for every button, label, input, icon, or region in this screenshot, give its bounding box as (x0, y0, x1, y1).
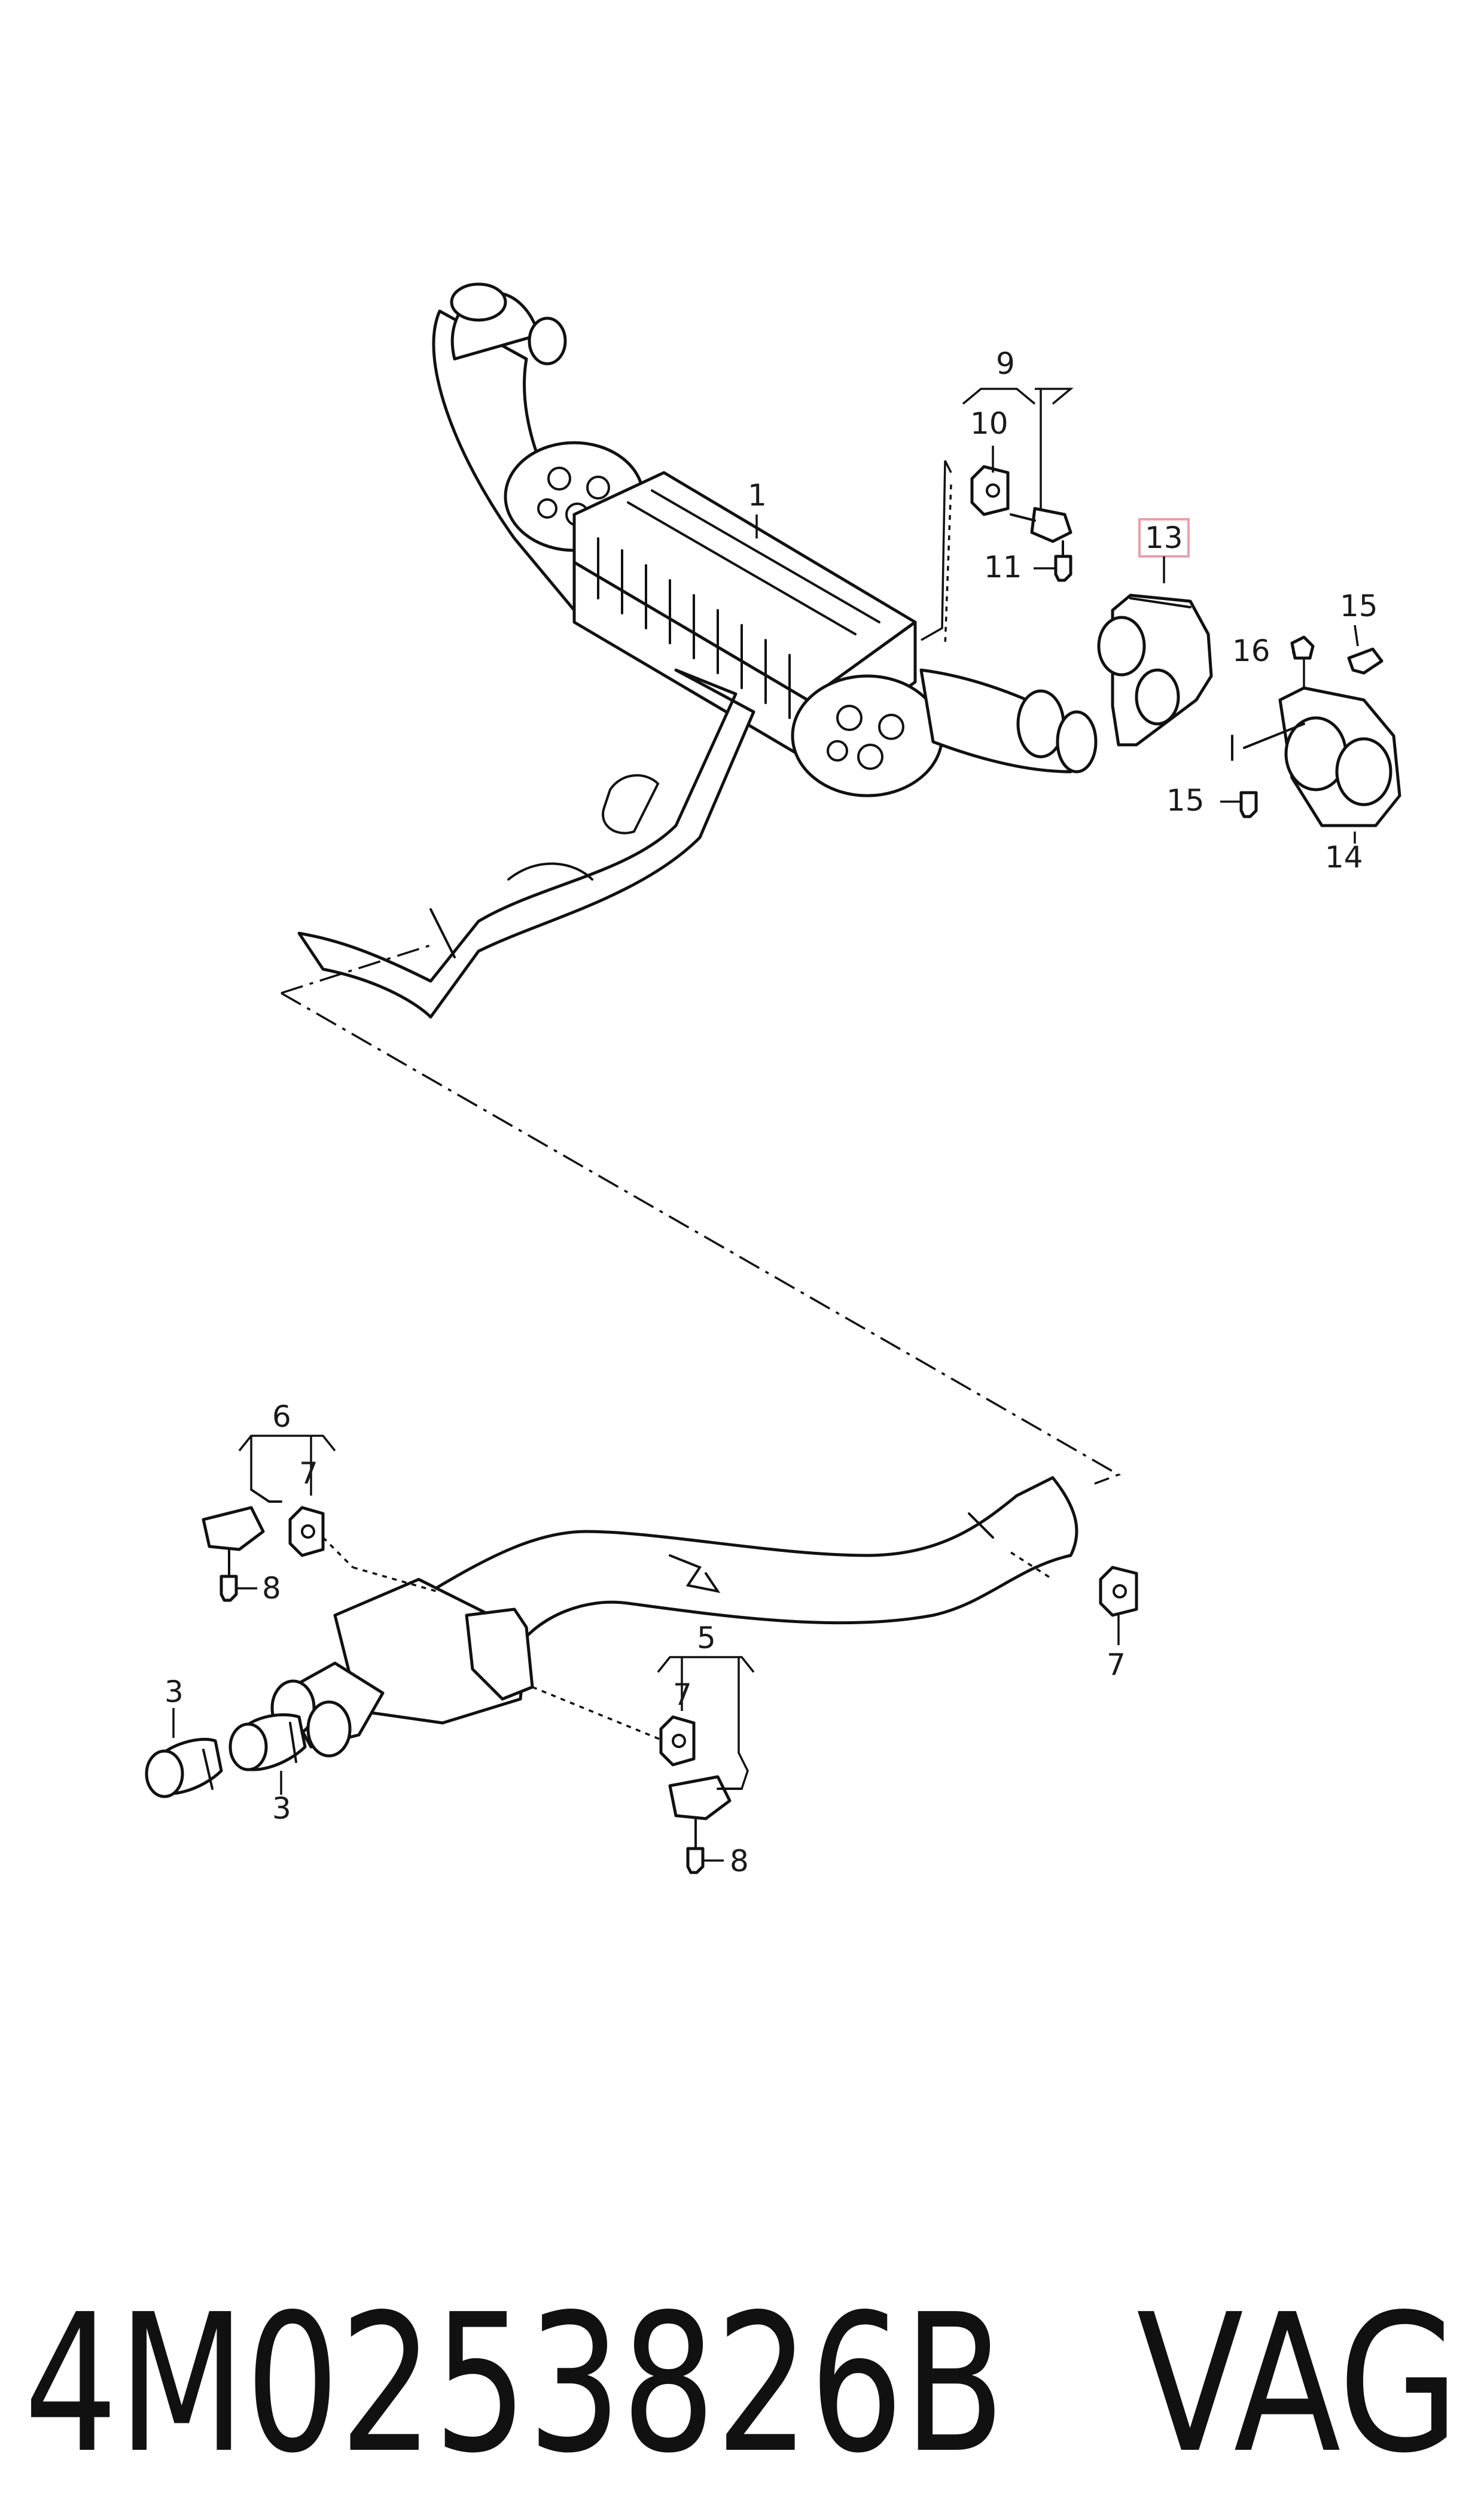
callout-13: 13 (1145, 520, 1183, 555)
silencer-ribs (597, 489, 880, 719)
callout-3-right: 3 (272, 1791, 291, 1826)
callout-10: 10 (970, 406, 1008, 441)
front-pipe-assembly (270, 1476, 1078, 1758)
callout-5: 5 (697, 1621, 716, 1655)
clamp-3-right (228, 1713, 307, 1795)
hanger-bracket-5 (657, 1656, 755, 1874)
callout-15-top: 15 (1340, 589, 1378, 623)
tailpipe-bracket-14 (1220, 625, 1401, 844)
hanger-position-line (944, 484, 952, 647)
callout-1: 1 (748, 478, 767, 513)
hanger-arm (921, 460, 952, 641)
callout-16: 16 (1232, 634, 1270, 668)
callout-3-left: 3 (164, 1674, 184, 1709)
clamp-3-left (145, 1708, 223, 1798)
callout-labels: 1 9 10 11 13 15 16 15 14 6 7 8 7 5 7 8 3… (164, 346, 1378, 1878)
callout-7-middle: 7 (673, 1677, 692, 1712)
callout-9: 9 (996, 346, 1015, 381)
callout-8-right: 8 (730, 1844, 749, 1878)
tailpipe-trim-13 (1097, 518, 1213, 747)
rear-silencer-assembly (297, 282, 1098, 1019)
callout-6: 6 (272, 1399, 291, 1434)
callout-15-bottom: 15 (1166, 783, 1205, 818)
brand-text: VAG (1136, 2273, 1459, 2495)
callout-8-left: 8 (262, 1571, 281, 1606)
callout-11: 11 (984, 550, 1022, 584)
callout-7-left: 7 (299, 1456, 318, 1491)
callout-14: 14 (1325, 840, 1363, 875)
hanger-bracket-9 (962, 388, 1074, 582)
hanger-bracket-6 (202, 1435, 354, 1602)
callout-7-right: 7 (1107, 1648, 1126, 1682)
rubber-mount-7-right (1099, 1566, 1138, 1645)
part-number-text: 4M0253826B (24, 2273, 1005, 2495)
assembly-connection-line (281, 944, 1122, 1485)
